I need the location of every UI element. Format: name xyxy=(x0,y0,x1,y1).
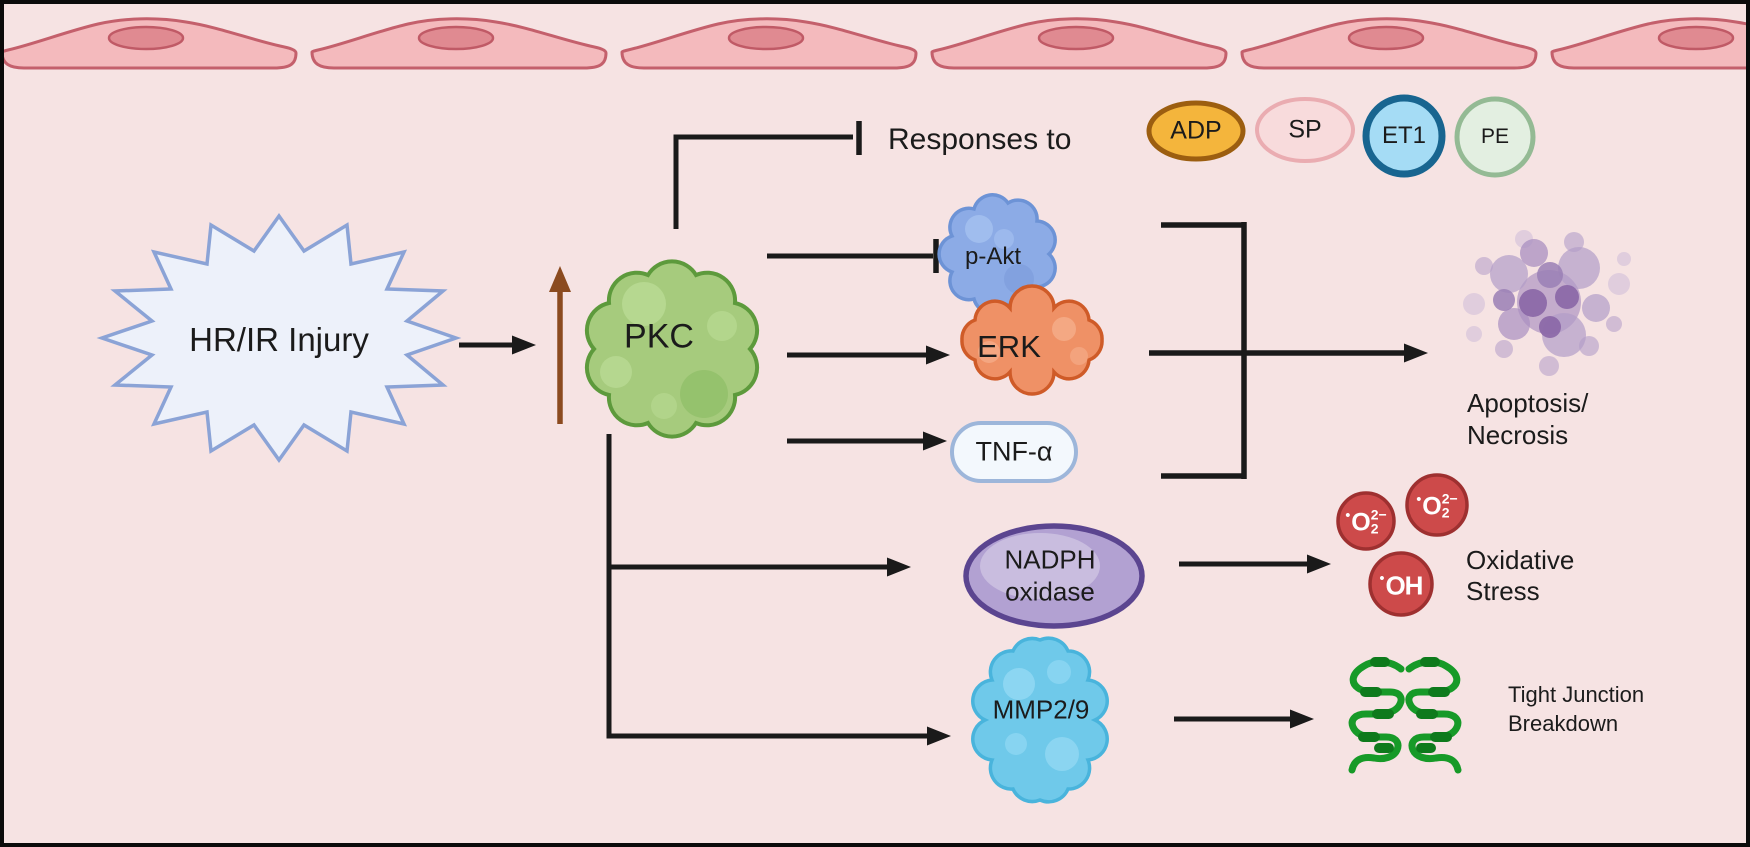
erk-label: ERK xyxy=(977,329,1041,364)
erk-node xyxy=(960,284,1104,396)
upregulation-arrow xyxy=(549,266,571,424)
inhibit-p-akt-connector xyxy=(767,239,939,273)
pkc-node xyxy=(584,259,760,439)
adp-label: ADP xyxy=(1170,116,1222,145)
arrow-nadph-to-radicals xyxy=(1179,554,1331,574)
arrow-pkc-to-tnf xyxy=(787,431,947,451)
tight-junction-line2: Breakdown xyxy=(1508,710,1619,736)
oxidative-stress-label: Oxidative Stress xyxy=(1466,545,1574,607)
apoptosis-cluster xyxy=(1463,230,1631,376)
sp-oval xyxy=(1255,97,1355,163)
injury-starburst-shape xyxy=(96,212,462,464)
stimulus-ovals xyxy=(1146,94,1536,178)
nadph-label-line2: oxidase xyxy=(1005,576,1095,606)
superoxide-sup: 2− xyxy=(1441,490,1458,507)
arrow-pkc-to-erk xyxy=(787,345,950,365)
pe-circle xyxy=(1454,96,1536,178)
pe-label: PE xyxy=(1480,125,1510,148)
superoxide-sub: 2 xyxy=(1441,504,1450,520)
oxidative-stress-line2: Stress xyxy=(1466,576,1540,607)
ros-radicals xyxy=(1336,473,1469,617)
superoxide-sub: 2 xyxy=(1370,520,1379,536)
hydroxyl-label: •OH xyxy=(1379,569,1424,601)
tight-junction-graphic xyxy=(1348,657,1462,774)
radical-dot: • xyxy=(1379,569,1385,585)
pkc-label: PKC xyxy=(624,317,694,356)
sp-label: SP xyxy=(1288,115,1322,144)
nadph-oxidase-node xyxy=(963,523,1145,629)
superoxide-sup: 2− xyxy=(1370,506,1387,523)
arrow-injury-to-pkc xyxy=(459,335,536,355)
oxidative-stress-line1: Oxidative xyxy=(1466,545,1575,575)
p-akt-label: p-Akt xyxy=(964,243,1022,270)
tnf-node-shape xyxy=(950,421,1078,483)
diagram-canvas xyxy=(4,17,1746,804)
radical-dot: • xyxy=(1345,506,1351,522)
inhibit-responses-connector xyxy=(673,121,862,229)
injury-label: HR/IR Injury xyxy=(189,321,369,358)
mmp-label: MMP2/9 xyxy=(992,694,1090,725)
rail-pkc-down xyxy=(606,434,951,746)
arrow-mmp-to-tj xyxy=(1174,709,1314,729)
apoptosis-label-line1: Apoptosis/ xyxy=(1467,388,1589,418)
radical-dot: • xyxy=(1416,490,1422,506)
tight-junction-label: Tight Junction Breakdown xyxy=(1508,681,1644,738)
et1-label: ET1 xyxy=(1381,122,1427,149)
mmp-node xyxy=(971,636,1109,804)
apoptosis-label: Apoptosis/ Necrosis xyxy=(1467,388,1588,451)
nadph-label: NADPH oxidase xyxy=(1004,544,1095,607)
adp-oval xyxy=(1146,100,1246,162)
tight-junction-line1: Tight Junction xyxy=(1508,682,1645,707)
apoptosis-label-line2: Necrosis xyxy=(1467,419,1569,450)
bracket-to-apoptosis xyxy=(1149,222,1428,479)
endothelial-cell-layer xyxy=(4,17,1746,70)
responses-label: Responses to xyxy=(888,123,1072,156)
tnf-label: TNF-α xyxy=(975,436,1053,467)
nadph-label-line1: NADPH xyxy=(1004,544,1096,575)
et1-circle xyxy=(1362,94,1446,178)
